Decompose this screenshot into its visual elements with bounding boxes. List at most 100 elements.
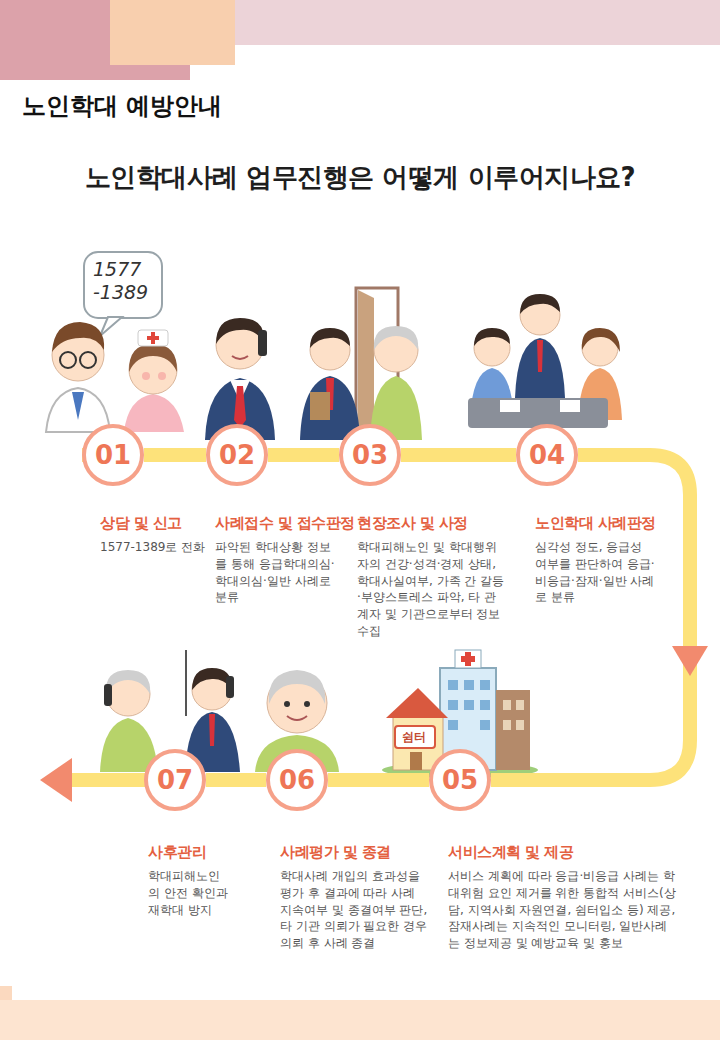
process-step: 07 사후관리학대피해노인의 안전 확인과 재학대 방지 <box>144 749 232 921</box>
flow-connector <box>491 455 690 780</box>
shelter-buildings <box>516 720 524 730</box>
step-number: 02 <box>219 440 255 470</box>
doctor-nurse-figure <box>147 336 159 340</box>
step-circle: 04 <box>516 424 578 486</box>
step-number: 03 <box>352 440 388 470</box>
header-band <box>110 0 235 65</box>
shelter-buildings <box>448 680 458 690</box>
step-circle: 05 <box>429 749 491 811</box>
shelter-buildings <box>516 700 524 710</box>
phone-number: 1577 -1389 <box>93 258 157 304</box>
meeting-figure <box>520 294 560 314</box>
process-step: 03 현장조사 및 사정학대피해노인 및 학대행위자의 건강·성격·경제 상태, … <box>339 424 509 642</box>
shelter-buildings <box>480 680 490 690</box>
step-text: 사후관리학대피해노인의 안전 확인과 재학대 방지 <box>148 843 230 918</box>
header-label: 노인학대 예방안내 <box>22 90 222 122</box>
step-description: 파악된 학대상황 정보를 통해 응급학대의심·학대의심·일반 사례로 분류 <box>215 539 339 606</box>
step-number: 05 <box>442 765 478 795</box>
step-heading: 현장조사 및 사정 <box>357 514 507 533</box>
counselor-figure <box>234 386 246 428</box>
counselor-figure <box>216 318 264 344</box>
flow-connector <box>268 448 339 462</box>
counselor-figure <box>258 330 267 356</box>
arrowhead <box>672 646 708 676</box>
aftercare-figures <box>226 676 234 698</box>
aftercare-figures <box>106 670 150 694</box>
elder-figure <box>287 716 307 720</box>
step-heading: 노인학대 사례판정 <box>535 514 655 533</box>
step-text: 서비스계획 및 제공서비스 계획에 따라 응급·비응급 사례는 학대위험 요인 … <box>448 843 676 952</box>
process-step: 05 서비스계획 및 제공서비스 계획에 따라 응급·비응급 사례는 학대위험 요… <box>429 749 678 954</box>
path-decor <box>40 455 175 802</box>
diagram-title: 노인학대사례 업무진행은 어떻게 이루어지나요? <box>0 160 720 195</box>
meeting-figure <box>515 338 565 398</box>
doctor-nurse-figure <box>100 317 122 336</box>
shelter-buildings <box>503 720 511 730</box>
shelter-sign: 쉼터 <box>402 729 426 746</box>
step-heading: 서비스계획 및 제공 <box>448 843 676 862</box>
process-step: 06사례평가 및 종결학대사례 개입의 효과성을 평가 후 결과에 따라 사례 … <box>266 749 432 954</box>
doctor-nurse-figure <box>60 352 76 368</box>
shelter-buildings <box>464 680 474 690</box>
step-number: 06 <box>279 765 315 795</box>
site-visit-figure <box>310 328 350 348</box>
shelter-buildings <box>386 688 448 718</box>
flow-connector <box>144 448 206 462</box>
doctor-nurse-figure <box>46 252 184 432</box>
footer-band <box>0 986 720 1040</box>
step-description: 서비스 계획에 따라 응급·비응급 사례는 학대위험 요인 제거를 위한 통합적… <box>448 868 676 952</box>
meeting-figure <box>520 295 560 335</box>
doctor-nurse-figure <box>158 372 166 380</box>
doctor-nurse-figure <box>124 394 184 432</box>
step-number: 01 <box>95 440 131 470</box>
step-circle: 03 <box>339 424 401 486</box>
flow-connector <box>401 448 516 462</box>
doctor-nurse-figure <box>84 252 162 318</box>
meeting-figure <box>560 400 580 412</box>
site-visit-figure <box>310 392 330 420</box>
shelter-buildings <box>448 700 458 710</box>
shelter-buildings <box>480 720 490 730</box>
doctor-nurse-figure <box>52 322 104 352</box>
site-visit-figure <box>358 290 374 426</box>
step-circle: 07 <box>144 749 206 811</box>
meeting-figure <box>537 340 543 372</box>
step-text: 상담 및 신고1577-1389로 전화 <box>100 514 212 556</box>
elder-figure <box>269 670 326 704</box>
site-visit-figure <box>300 288 422 440</box>
step-description: 심각성 정도, 응급성 여부를 판단하여 응급·비응급·잠재·일반 사례로 분류 <box>535 539 655 606</box>
footer-band <box>0 1000 720 1040</box>
shelter-buildings <box>448 720 458 730</box>
shelter-buildings <box>496 690 530 770</box>
flow-connector <box>328 773 429 787</box>
step-number: 04 <box>529 440 565 470</box>
step-description: 학대피해노인 및 학대행위자의 건강·성격·경제 상태, 학대사실여부, 가족 … <box>357 539 507 640</box>
step-circle: 02 <box>206 424 268 486</box>
elder-figure <box>304 701 310 707</box>
doctor-nurse-figure <box>72 392 84 420</box>
step-description: 학대피해노인의 안전 확인과 재학대 방지 <box>148 868 230 918</box>
path-decor <box>40 758 72 802</box>
flow-connector <box>206 773 266 787</box>
doctor-nurse-figure <box>129 344 177 372</box>
header-band <box>0 0 720 80</box>
doctor-nurse-figure <box>138 330 168 346</box>
footer-band <box>0 986 12 1000</box>
shelter-buildings <box>464 700 474 710</box>
step-text: 노인학대 사례판정심각성 정도, 응급성 여부를 판단하여 응급·비응급·잠재·… <box>535 514 655 606</box>
process-step: 04 노인학대 사례판정심각성 정도, 응급성 여부를 판단하여 응급·비응급·잠… <box>516 424 657 609</box>
doctor-nurse-figure <box>80 352 96 368</box>
elder-figure <box>284 701 290 707</box>
counselor-figure <box>205 318 275 440</box>
aftercare-figures <box>104 684 112 706</box>
step-text: 사례접수 및 접수판정파악된 학대상황 정보를 통해 응급학대의심·학대의심·일… <box>215 514 339 606</box>
meeting-figure <box>474 328 510 346</box>
shelter-buildings <box>455 650 481 668</box>
step-number: 07 <box>157 765 193 795</box>
step-circle: 01 <box>82 424 144 486</box>
meeting-figure <box>468 294 622 428</box>
meeting-figure <box>500 400 520 412</box>
doctor-nurse-figure <box>142 372 150 380</box>
step-description: 학대사례 개입의 효과성을 평가 후 결과에 따라 사례 지속여부 및 종결여부… <box>280 868 430 952</box>
